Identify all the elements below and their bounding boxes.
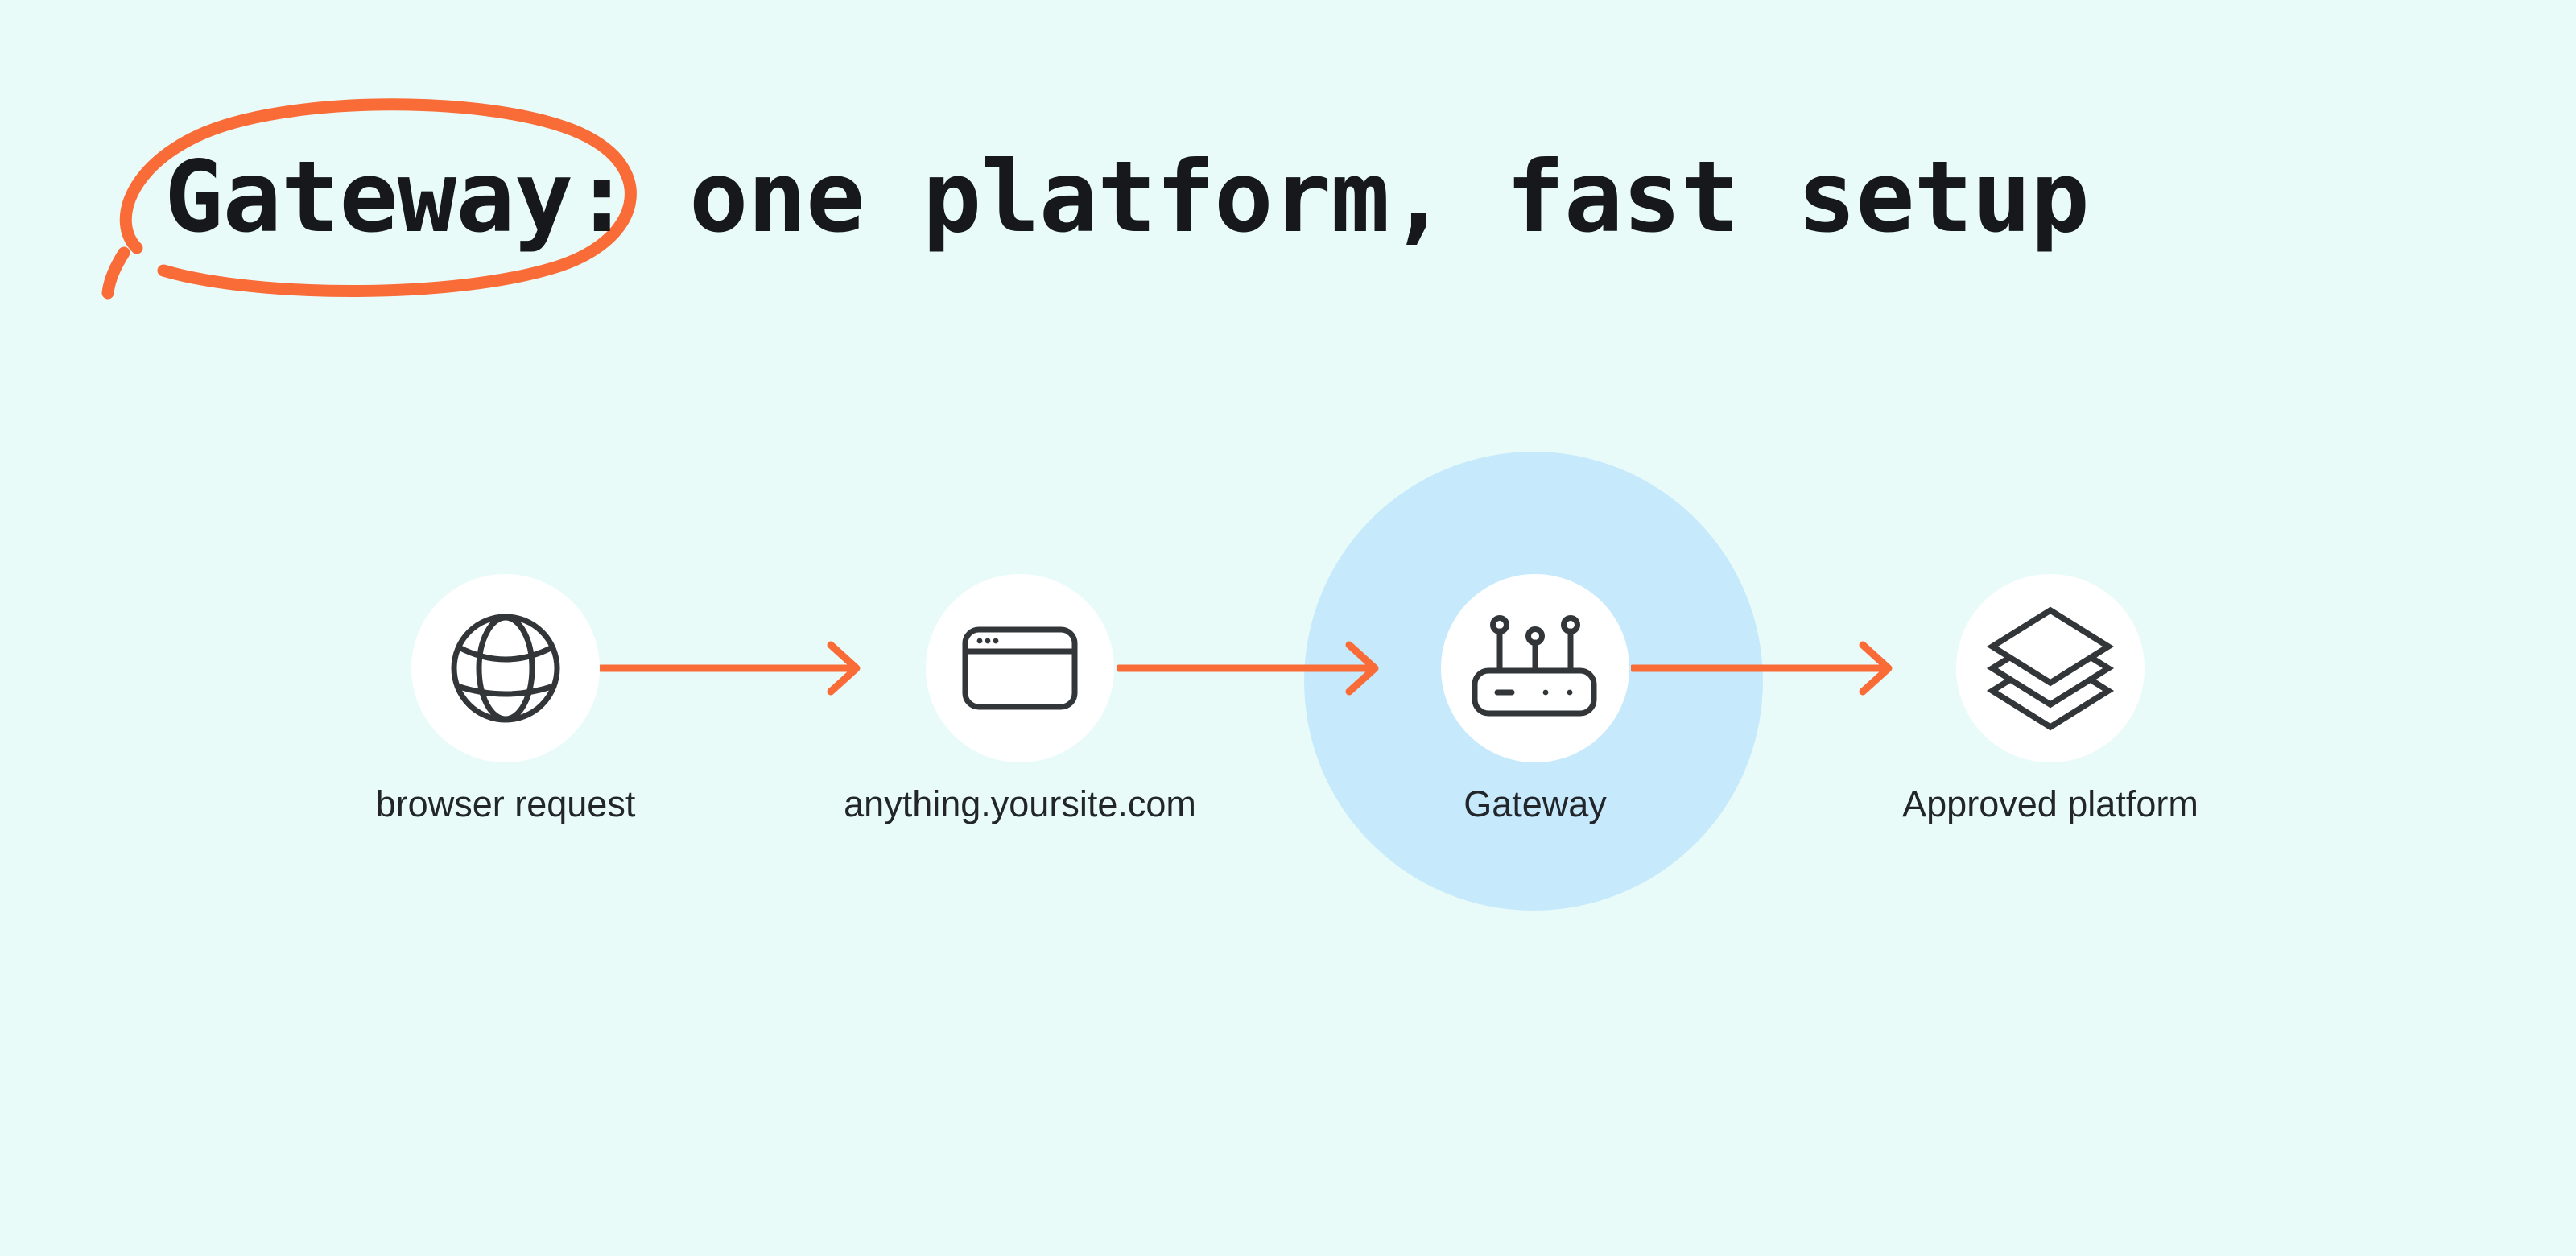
- node-label-browser-request: browser request: [375, 783, 636, 824]
- flow-node-approved-platform: [1956, 574, 2145, 762]
- flow-node-gateway: [1441, 574, 1629, 762]
- flow-arrow-1: [599, 641, 861, 696]
- flow-node-yoursite: [926, 574, 1114, 762]
- browser-window-icon: [962, 626, 1078, 710]
- flow-node-browser-request: [411, 574, 600, 762]
- node-label-yoursite: anything.yoursite.com: [844, 783, 1196, 824]
- ellipse-annotation: [101, 98, 637, 300]
- title-rest: one platform, fast setup: [630, 140, 2090, 254]
- flow-arrow-3: [1631, 641, 1893, 696]
- flow-arrow-2: [1117, 641, 1379, 696]
- node-label-approved-platform: Approved platform: [1902, 783, 2198, 824]
- router-icon: [1472, 615, 1597, 717]
- ellipse-annotation-tail: [101, 246, 130, 300]
- page-title: Gateway: one platform, fast setup: [164, 138, 2090, 256]
- globe-icon: [451, 614, 560, 723]
- node-label-gateway: Gateway: [1463, 783, 1607, 824]
- layers-icon: [1986, 606, 2115, 731]
- ellipse-annotation-loop: [119, 98, 637, 298]
- title-circled-word: Gateway:: [164, 140, 632, 254]
